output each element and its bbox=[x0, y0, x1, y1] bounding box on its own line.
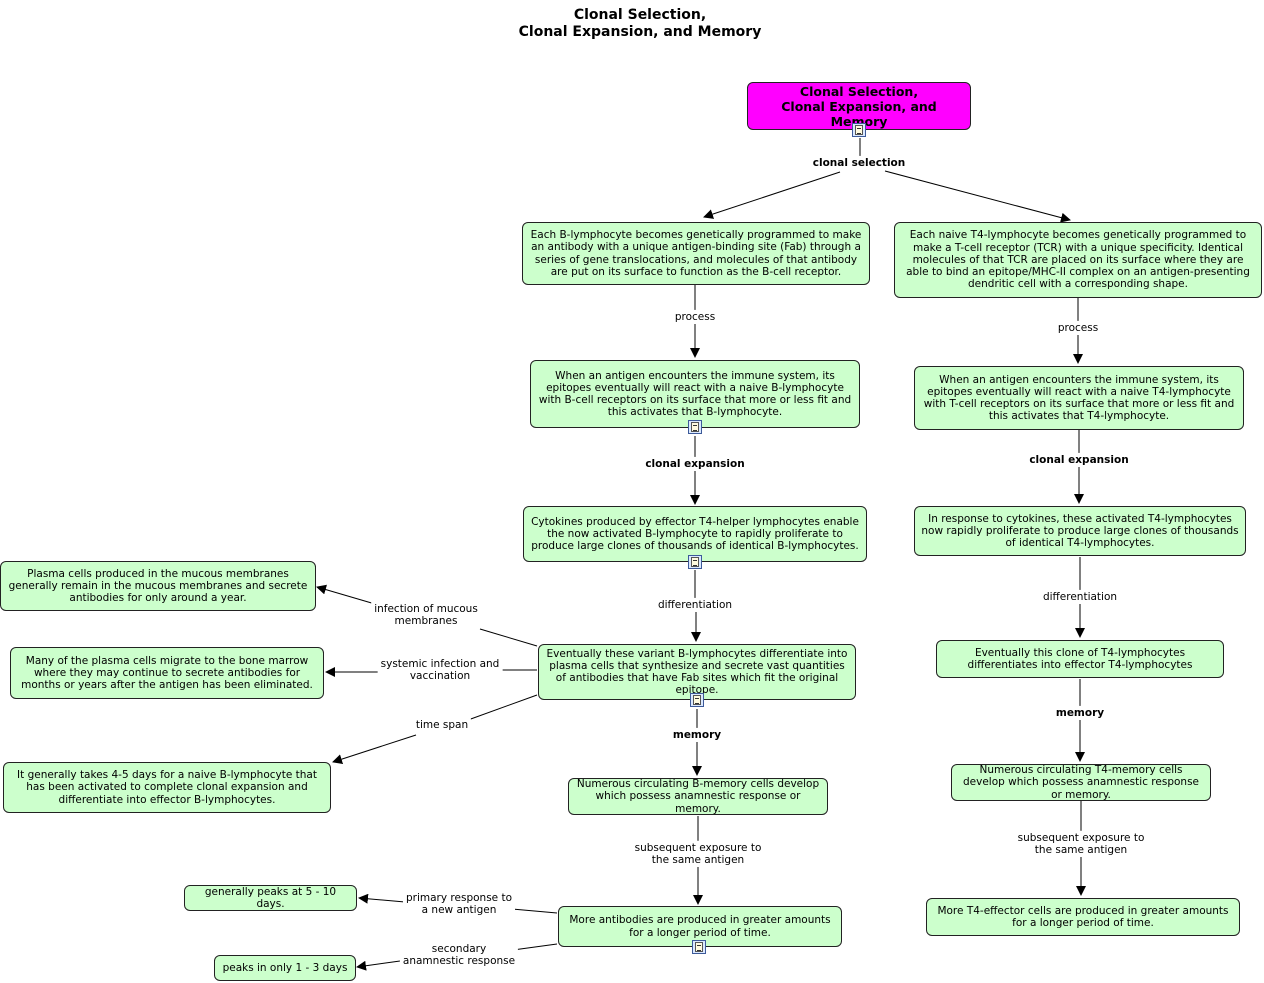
root-line-1: Clonal Selection, bbox=[799, 83, 919, 99]
b-more-antibodies-text: More antibodies are produced in greater … bbox=[569, 914, 831, 939]
root-line-2: Clonal Expansion, and Memory bbox=[781, 98, 937, 129]
b-plasma-node[interactable]: Eventually these variant B-lymphocytes d… bbox=[538, 644, 856, 700]
link-label-exposure-t: subsequent exposure to the same antigen bbox=[1014, 830, 1148, 858]
time-span-node[interactable]: It generally takes 4-5 days for a naive … bbox=[3, 762, 331, 813]
link-label-memory-b: memory bbox=[669, 727, 725, 743]
root-concept-node[interactable]: Clonal Selection, Clonal Expansion, and … bbox=[747, 82, 971, 130]
t-programmed-text: Each naive T4-lymphocyte becomes genetic… bbox=[906, 229, 1250, 291]
systemic-line-1: systemic infection and bbox=[380, 657, 500, 670]
link-label-primary: primary response to a new antigen bbox=[403, 890, 515, 918]
secondary-peak-node[interactable]: peaks in only 1 - 3 days bbox=[214, 955, 356, 981]
time-span-text: It generally takes 4-5 days for a naive … bbox=[17, 769, 317, 806]
secondary-peak-text: peaks in only 1 - 3 days bbox=[222, 961, 348, 974]
b-programmed-text: Each B-lymphocyte becomes genetically pr… bbox=[530, 229, 862, 278]
t-activation-text: When an antigen encounters the immune sy… bbox=[923, 373, 1235, 423]
document-icon[interactable] bbox=[688, 555, 702, 569]
b-plasma-text: Eventually these variant B-lymphocytes d… bbox=[546, 647, 848, 697]
primary-line-2: a new antigen bbox=[421, 904, 497, 916]
mucous-plasma-text: Plasma cells produced in the mucous memb… bbox=[8, 567, 308, 605]
exposure-t-line-1: subsequent exposure to bbox=[1017, 831, 1145, 844]
link-label-clonal-expansion-b: clonal expansion bbox=[642, 456, 748, 472]
exposure-t-line-2: the same antigen bbox=[1034, 844, 1128, 856]
b-expansion-node[interactable]: Cytokines produced by effector T4-helper… bbox=[523, 506, 867, 562]
t-effector-node[interactable]: Eventually this clone of T4-lymphocytes … bbox=[936, 640, 1224, 678]
link-label-process-b: process bbox=[671, 309, 719, 325]
link-label-exposure-b: subsequent exposure to the same antigen bbox=[631, 840, 765, 868]
document-icon[interactable] bbox=[688, 420, 702, 434]
link-label-memory-t: memory bbox=[1052, 705, 1108, 721]
t-programmed-node[interactable]: Each naive T4-lymphocyte becomes genetic… bbox=[894, 222, 1262, 298]
title-line-2: Clonal Expansion, and Memory bbox=[518, 24, 762, 40]
link-label-time-span: time span bbox=[412, 717, 472, 733]
infection-mucous-line-2: membranes bbox=[394, 615, 458, 627]
mucous-plasma-node[interactable]: Plasma cells produced in the mucous memb… bbox=[0, 561, 316, 611]
primary-line-1: primary response to bbox=[406, 891, 512, 904]
b-memory-text: Numerous circulating B-memory cells deve… bbox=[576, 778, 820, 815]
secondary-line-2: anamnestic response bbox=[402, 955, 516, 967]
systemic-line-2: vaccination bbox=[409, 670, 471, 682]
document-icon[interactable] bbox=[692, 940, 706, 954]
primary-peak-text: generally peaks at 5 - 10 days. bbox=[204, 885, 337, 910]
page-title: Clonal Selection, Clonal Expansion, and … bbox=[420, 7, 860, 41]
link-label-systemic: systemic infection and vaccination bbox=[377, 656, 503, 684]
link-label-differentiation-b: differentiation bbox=[654, 597, 736, 613]
exposure-b-line-1: subsequent exposure to bbox=[634, 841, 762, 854]
link-label-clonal-expansion-t: clonal expansion bbox=[1026, 452, 1132, 468]
t-memory-node[interactable]: Numerous circulating T4-memory cells dev… bbox=[951, 764, 1211, 801]
b-more-antibodies-node[interactable]: More antibodies are produced in greater … bbox=[558, 906, 842, 947]
infection-mucous-line-1: infection of mucous bbox=[374, 602, 478, 615]
b-memory-node[interactable]: Numerous circulating B-memory cells deve… bbox=[568, 778, 828, 815]
b-programmed-node[interactable]: Each B-lymphocyte becomes genetically pr… bbox=[522, 222, 870, 285]
link-label-process-t: process bbox=[1054, 320, 1102, 336]
marrow-plasma-node[interactable]: Many of the plasma cells migrate to the … bbox=[10, 647, 324, 699]
primary-peak-node[interactable]: generally peaks at 5 - 10 days. bbox=[184, 885, 357, 911]
marrow-plasma-text: Many of the plasma cells migrate to the … bbox=[21, 654, 313, 692]
t-more-effector-node[interactable]: More T4-effector cells are produced in g… bbox=[926, 898, 1240, 936]
link-label-infection-mucous: infection of mucous membranes bbox=[371, 601, 481, 629]
t-expansion-node[interactable]: In response to cytokines, these activate… bbox=[914, 506, 1246, 556]
title-line-1: Clonal Selection, bbox=[573, 7, 707, 23]
t-expansion-text: In response to cytokines, these activate… bbox=[921, 512, 1239, 550]
b-expansion-text: Cytokines produced by effector T4-helper… bbox=[531, 515, 859, 553]
link-label-differentiation-t: differentiation bbox=[1039, 589, 1121, 605]
t-activation-node[interactable]: When an antigen encounters the immune sy… bbox=[914, 366, 1244, 430]
b-activation-node[interactable]: When an antigen encounters the immune sy… bbox=[530, 360, 860, 428]
secondary-line-1: secondary bbox=[431, 942, 487, 955]
document-icon[interactable] bbox=[690, 693, 704, 707]
exposure-b-line-2: the same antigen bbox=[651, 854, 745, 866]
link-label-clonal-selection: clonal selection bbox=[809, 155, 909, 171]
b-activation-text: When an antigen encounters the immune sy… bbox=[538, 369, 852, 419]
link-label-secondary: secondary anamnestic response bbox=[399, 941, 519, 969]
t-more-effector-text: More T4-effector cells are produced in g… bbox=[937, 904, 1229, 929]
t-memory-text: Numerous circulating T4-memory cells dev… bbox=[962, 764, 1199, 801]
t-effector-text: Eventually this clone of T4-lymphocytes … bbox=[967, 646, 1193, 671]
document-icon[interactable] bbox=[852, 123, 866, 137]
